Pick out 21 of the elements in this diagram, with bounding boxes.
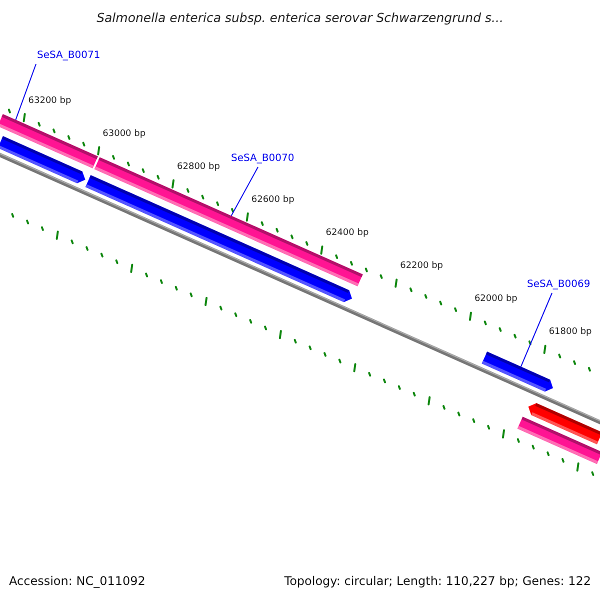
gene-label: SeSA_B0070: [231, 153, 294, 165]
scale-label: 62000 bp: [474, 294, 518, 306]
gene-arrow: [0, 136, 86, 184]
leader-line: [230, 166, 258, 216]
scale-label: 62200 bp: [400, 261, 444, 272]
leader-line: [520, 292, 552, 368]
title: Salmonella enterica subsp. enterica serovar Schwarzengrund s...: [96, 10, 504, 25]
scale-label: 62800 bp: [177, 162, 220, 173]
gene-label: SeSA_B0069: [527, 279, 590, 291]
scale-label: 61800 bp: [548, 327, 592, 338]
topology-text: Topology: circular; Length: 110,227 bp; Genes: 122: [284, 574, 591, 588]
leader-line: [15, 64, 36, 120]
gene-arrow: [482, 352, 553, 392]
scale-label: 62400 bp: [326, 228, 369, 239]
gene-arrow: [85, 175, 352, 302]
scale-label: 63200 bp: [28, 96, 72, 106]
gene-bar: [517, 416, 600, 464]
scale-label: 62600 bp: [251, 194, 294, 206]
scale-label: 63000 bp: [102, 128, 146, 140]
accession-text: Accession: NC_011092: [9, 574, 146, 588]
gene-label: SeSA_B0071: [37, 50, 100, 62]
